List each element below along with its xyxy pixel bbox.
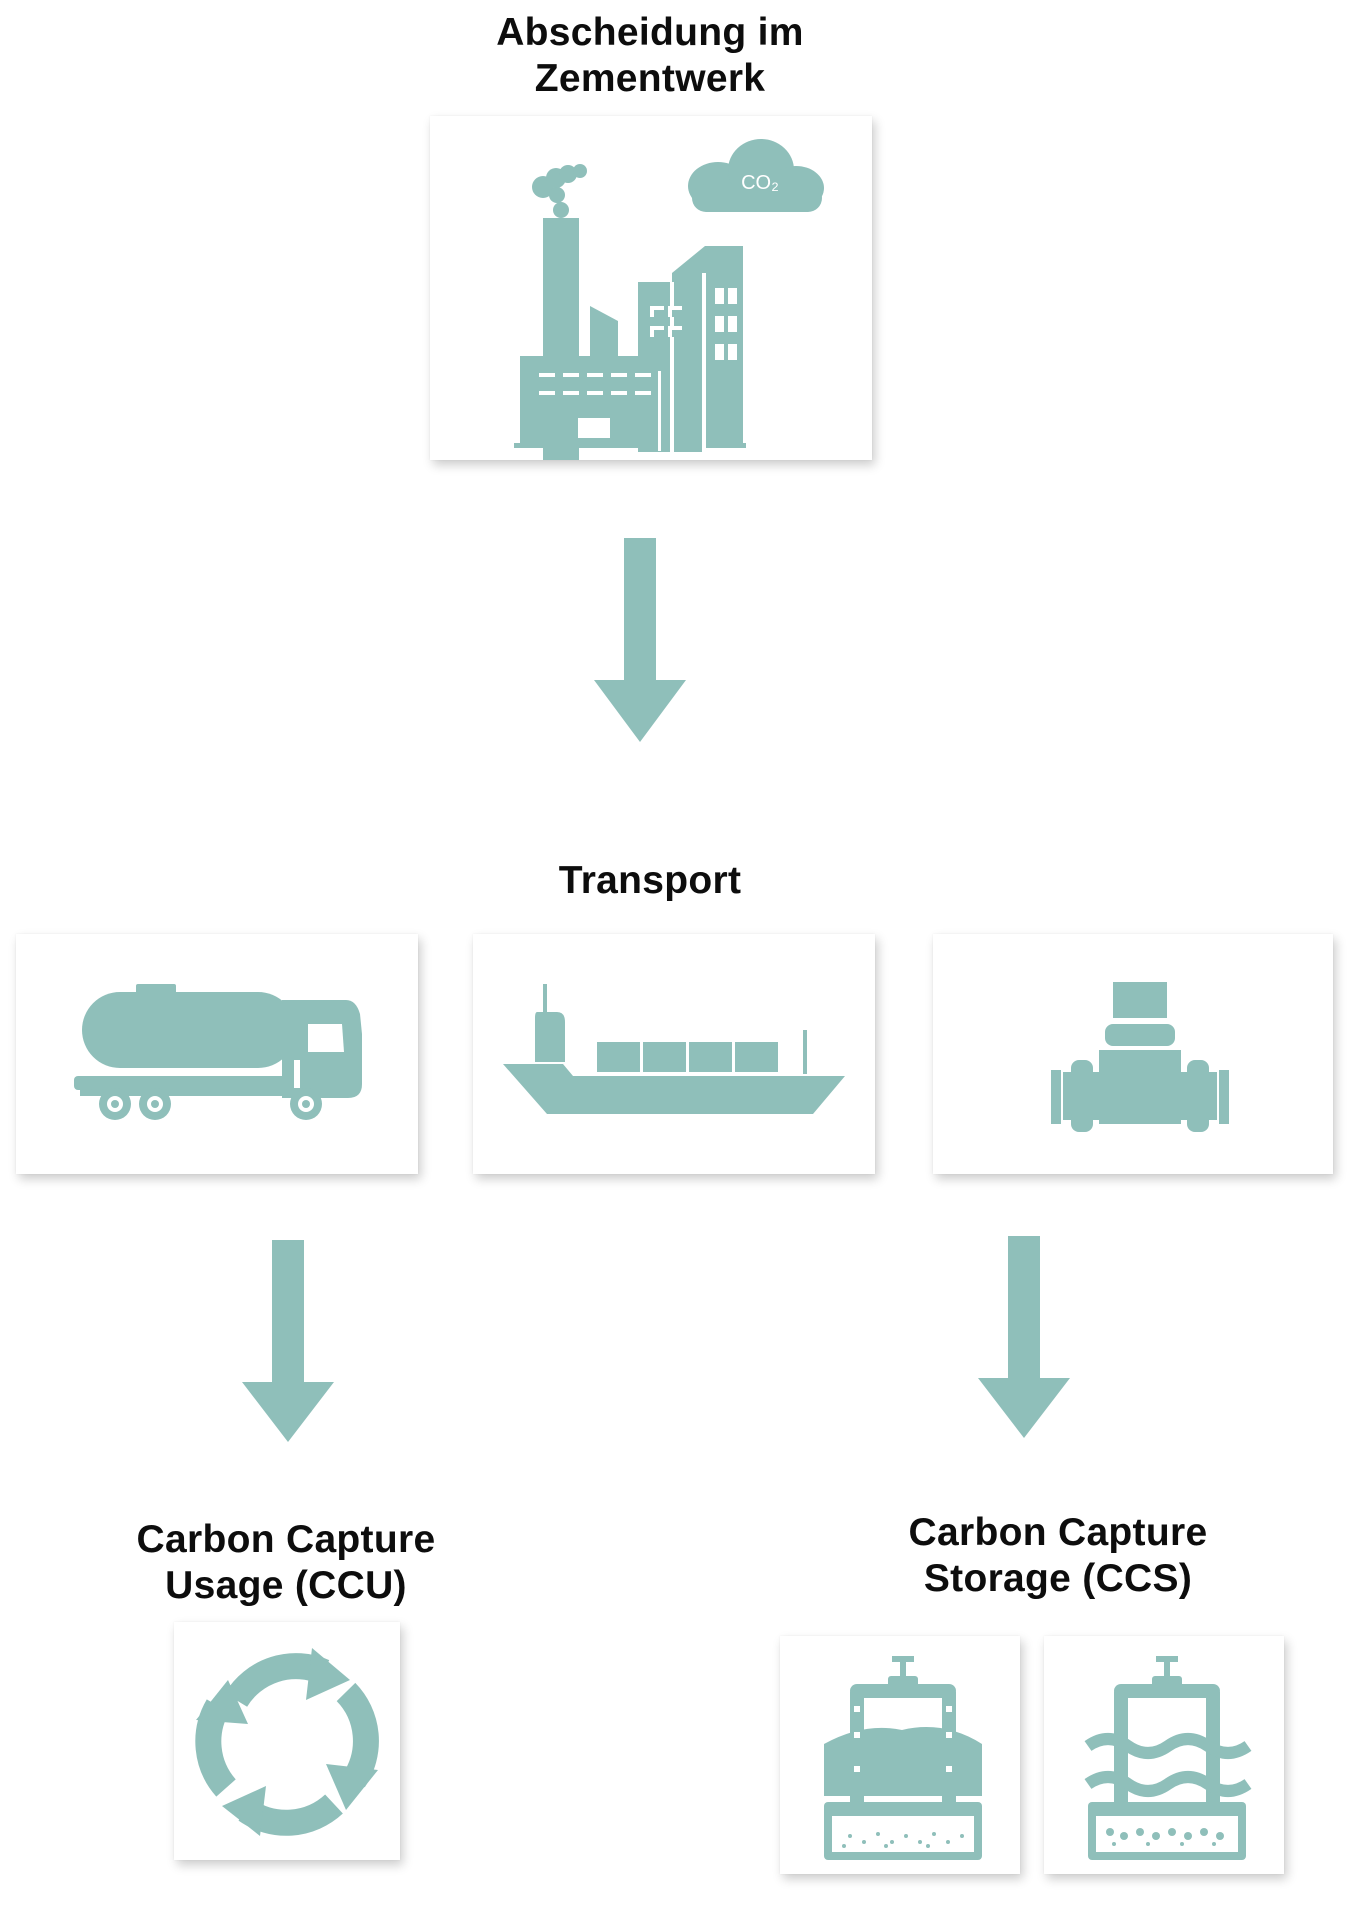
ccu-title-line1: Carbon Capture bbox=[136, 1518, 436, 1561]
ccs-storage-card-2 bbox=[1044, 1636, 1284, 1874]
ccs-title: Carbon Capture Storage (CCS) bbox=[868, 1510, 1248, 1602]
ccs-title-line2: Storage (CCS) bbox=[923, 1557, 1193, 1600]
pipeline-icon bbox=[1051, 982, 1229, 1132]
aquifer-storage-icon bbox=[1084, 1656, 1252, 1860]
capture-card: CO₂ bbox=[430, 116, 872, 460]
capture-title-line2: Zementwerk bbox=[534, 57, 766, 100]
ccu-title-line2: Usage (CCU) bbox=[165, 1564, 407, 1607]
underground-storage-icon bbox=[824, 1656, 982, 1860]
co2-cloud-label: CO₂ bbox=[741, 172, 779, 194]
ccu-title: Carbon Capture Usage (CCU) bbox=[96, 1517, 476, 1609]
ship-card bbox=[473, 934, 875, 1174]
transport-title: Transport bbox=[558, 859, 742, 902]
arrow-down-icon bbox=[590, 538, 690, 744]
capture-title: Abscheidung im Zementwerk bbox=[430, 10, 870, 102]
ccu-card bbox=[174, 1622, 400, 1860]
truck-card bbox=[16, 934, 418, 1174]
co2-cloud-icon bbox=[688, 139, 824, 212]
arrow-down-icon bbox=[974, 1236, 1074, 1440]
capture-title-line1: Abscheidung im bbox=[496, 11, 804, 54]
cargo-ship-icon bbox=[503, 984, 845, 1114]
ccs-title-line1: Carbon Capture bbox=[908, 1511, 1208, 1554]
recycle-icon bbox=[195, 1648, 379, 1836]
cement-factory-icon: CO₂ bbox=[514, 139, 824, 460]
tanker-truck-icon bbox=[74, 984, 362, 1120]
ccs-storage-card-1 bbox=[780, 1636, 1020, 1874]
arrow-down-icon bbox=[238, 1240, 338, 1444]
pipeline-card bbox=[933, 934, 1333, 1174]
